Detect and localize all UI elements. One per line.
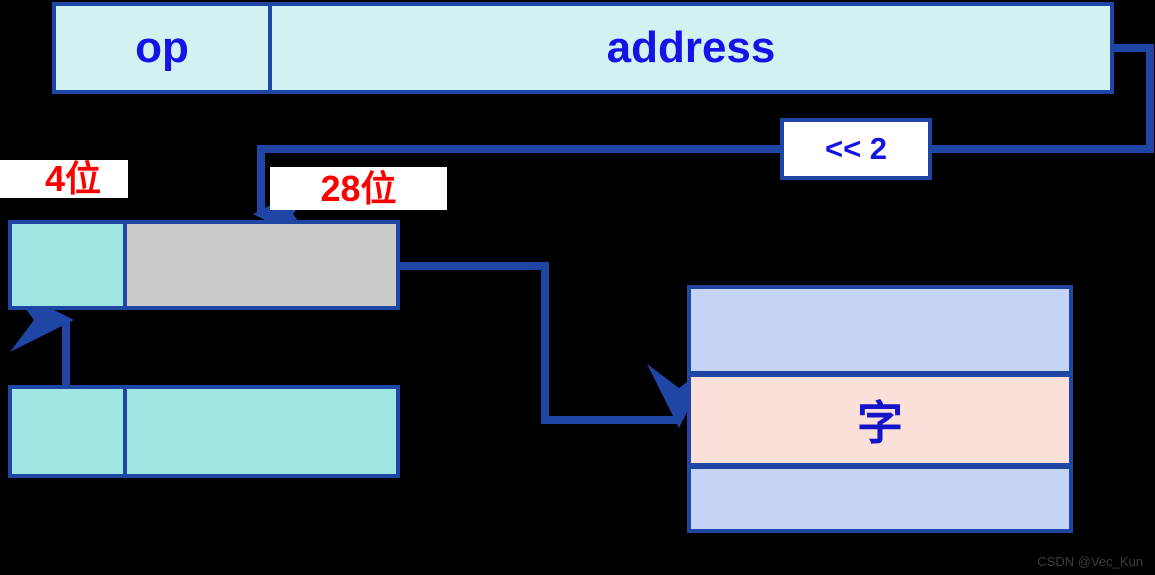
bit-label-low-28: 28位 xyxy=(270,167,447,210)
pc-register-high-segment[interactable] xyxy=(8,385,127,478)
memory-row-above[interactable] xyxy=(687,285,1073,375)
shift-left-2-label: << 2 xyxy=(824,131,888,166)
target-address-high-segment[interactable] xyxy=(8,220,127,310)
watermark-text: CSDN @Vec_Kun xyxy=(1037,554,1143,569)
instruction-field-op[interactable]: op xyxy=(52,2,272,94)
wire-target-to-memory xyxy=(400,262,711,428)
memory-row-word[interactable]: 字 xyxy=(687,373,1073,467)
pc-register-low-segment[interactable] xyxy=(123,385,400,478)
memory-word-label: 字 xyxy=(857,396,903,450)
instruction-field-address[interactable]: address xyxy=(268,2,1114,94)
target-address-low-segment[interactable] xyxy=(123,220,400,310)
bit-label-high-4: 4位 xyxy=(0,160,128,198)
instruction-op-label: op xyxy=(135,23,189,72)
shift-left-2-box[interactable]: << 2 xyxy=(780,118,932,180)
memory-row-below[interactable] xyxy=(687,465,1073,533)
instruction-address-label: address xyxy=(606,23,776,72)
